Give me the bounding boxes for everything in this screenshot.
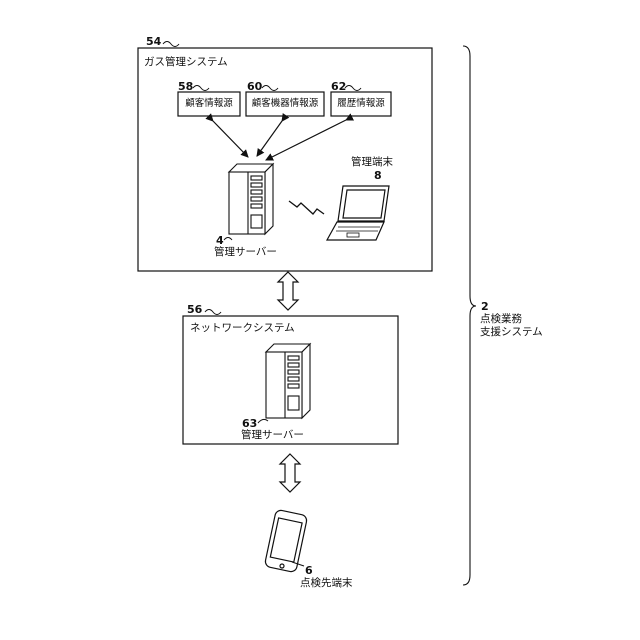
source-ref-60: 60 — [247, 81, 262, 92]
overall-label-line1: 点検業務 — [480, 314, 522, 325]
arrow-customer-server — [213, 121, 248, 157]
gas-system-title: ガス管理システム — [144, 57, 228, 68]
mgmt-server-ref: 4 — [216, 235, 224, 246]
overall-label-line2: 支援システム — [480, 327, 543, 338]
arrow-network-terminal — [280, 454, 300, 492]
gas-system-ref-leader — [163, 42, 179, 47]
network-system-ref: 56 — [187, 304, 202, 315]
network-system-ref-leader — [205, 310, 221, 315]
net-server-ref-leader — [258, 419, 268, 423]
inspector-terminal-label: 点検先端末 — [300, 578, 353, 589]
smartphone-icon — [264, 509, 307, 572]
net-server-icon — [266, 344, 310, 418]
overall-brace — [463, 46, 476, 585]
source-label-history: 履歴情報源 — [331, 92, 391, 116]
source-ref-leader-60 — [262, 86, 278, 91]
source-label-device: 顧客機器情報源 — [246, 92, 324, 116]
mgmt-server-label: 管理サーバー — [214, 247, 277, 258]
source-ref-leader-58 — [193, 86, 209, 91]
mgmt-terminal-ref: 8 — [374, 170, 382, 181]
net-server-label: 管理サーバー — [241, 430, 304, 441]
source-ref-62: 62 — [331, 81, 346, 92]
gas-system-ref: 54 — [146, 36, 161, 47]
network-system-title: ネットワークシステム — [190, 323, 295, 334]
wireless-link-icon — [289, 201, 324, 214]
laptop-icon — [327, 186, 389, 240]
net-server-ref: 63 — [242, 418, 257, 429]
arrow-device-server — [257, 121, 282, 156]
arrow-gas-network — [278, 272, 298, 310]
source-label-customer: 顧客情報源 — [178, 92, 240, 116]
source-ref-leader-62 — [345, 86, 361, 91]
overall-ref: 2 — [481, 301, 489, 312]
mgmt-server-ref-leader — [224, 238, 232, 241]
source-ref-58: 58 — [178, 81, 193, 92]
mgmt-terminal-label: 管理端末 — [351, 157, 393, 168]
mgmt-server-icon — [229, 164, 273, 234]
inspector-terminal-ref: 6 — [305, 565, 313, 576]
